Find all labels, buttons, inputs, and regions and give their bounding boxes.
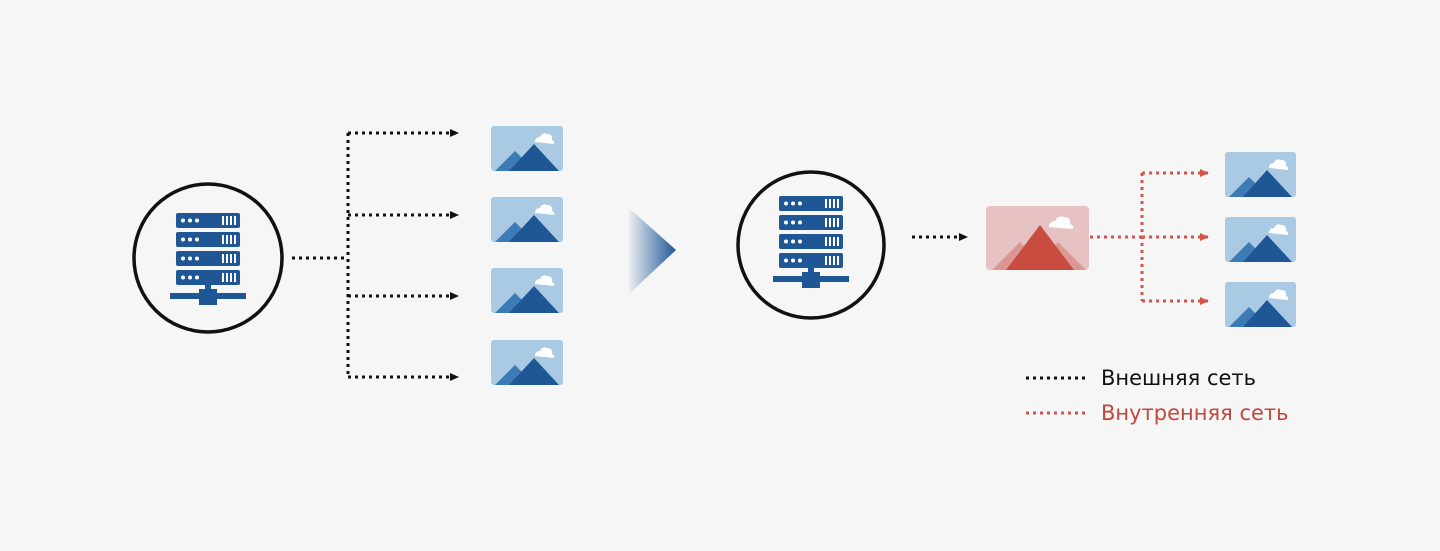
image-icon xyxy=(1225,152,1296,197)
internal-connectors-right xyxy=(1090,169,1209,305)
origin-server-node xyxy=(132,182,284,334)
image-icon xyxy=(491,197,563,242)
image-icon xyxy=(491,126,563,171)
server-icon-details xyxy=(784,199,839,265)
image-icon xyxy=(491,268,563,313)
origin-server-node-after xyxy=(736,170,886,320)
proxy-image-icon xyxy=(986,206,1089,270)
server-icon-details xyxy=(181,216,236,282)
legend-internal-label: Внутренняя сеть xyxy=(1101,401,1289,425)
origin-server-circle xyxy=(736,170,886,320)
external-connectors-left xyxy=(292,129,459,381)
image-icon xyxy=(1225,217,1296,262)
image-icon xyxy=(1225,282,1296,327)
chevron-right-icon xyxy=(629,208,676,294)
origin-server-circle xyxy=(132,182,284,334)
image-icon xyxy=(491,340,563,385)
legend-external-label: Внешняя сеть xyxy=(1101,366,1257,390)
